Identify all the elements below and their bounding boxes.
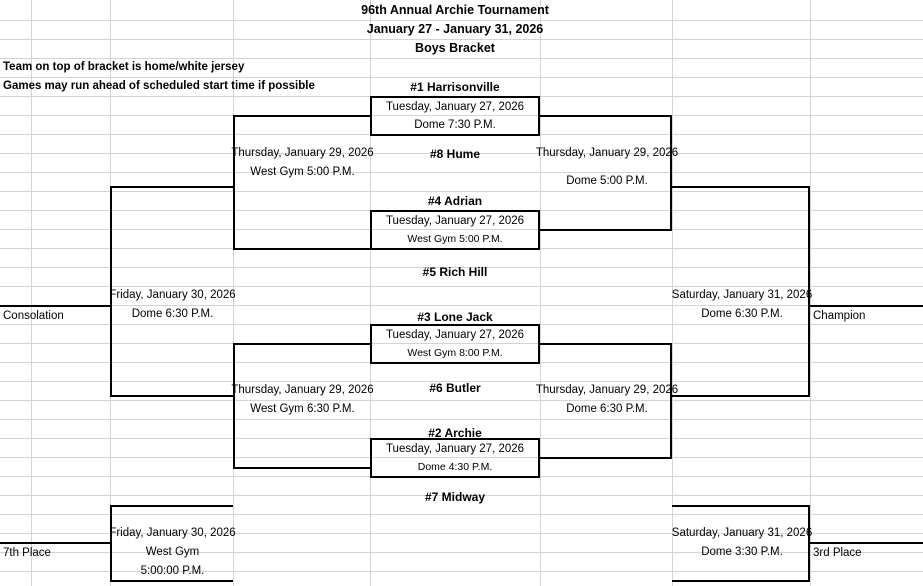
semi-bottom-bracket-lower	[540, 457, 672, 459]
third-place-upper	[672, 505, 810, 507]
team-seed-1: #1 Harrisonville	[410, 79, 500, 94]
team-seed-7: #7 Midway	[424, 489, 486, 504]
seventh-place-lower	[110, 580, 233, 582]
semi-bottom-bracket-spine	[670, 343, 672, 459]
championship-date: Saturday, January 31, 2026	[671, 288, 813, 301]
r1g1-box-left	[370, 96, 372, 136]
note-early-start: Games may run ahead of scheduled start t…	[3, 79, 315, 92]
team-seed-3: #3 Lone Jack	[417, 309, 493, 324]
cons-top-bracket-spine	[233, 115, 235, 250]
seventh-place-date: Friday, January 30, 2026	[109, 526, 236, 539]
note-home-jersey: Team on top of bracket is home/white jer…	[3, 60, 245, 73]
consolation-final-spine	[110, 186, 112, 397]
r1g4-box-left	[370, 438, 372, 478]
cons-bottom-bracket-upper	[233, 343, 370, 345]
third-place-stem	[808, 542, 923, 544]
seventh-place-label: 7th Place	[3, 546, 51, 559]
semi-bottom-date: Thursday, January 29, 2026	[535, 383, 679, 396]
cons-bottom-bracket-lower	[233, 467, 370, 469]
consolation-label: Consolation	[3, 309, 64, 322]
team-seed-6: #6 Butler	[429, 380, 481, 395]
cons-bottom-bracket-spine	[233, 343, 235, 469]
r1g3-box-right	[538, 324, 540, 364]
r1g4-box-bottom	[370, 476, 540, 478]
semi-top-bracket-spine	[670, 115, 672, 231]
cons-bottom-location: West Gym 6:30 P.M.	[250, 402, 355, 415]
r1g1-box-right	[538, 96, 540, 136]
seventh-place-time: 5:00:00 P.M.	[140, 564, 205, 577]
semi-top-date: Thursday, January 29, 2026	[535, 146, 679, 159]
r1g4-location: Dome 4:30 P.M.	[417, 461, 493, 474]
championship-location: Dome 6:30 P.M.	[701, 307, 783, 320]
consolation-final-date: Friday, January 30, 2026	[109, 288, 236, 301]
r1g3-location: West Gym 8:00 P.M.	[407, 347, 503, 360]
r1g3-date: Tuesday, January 27, 2026	[385, 328, 525, 341]
tournament-dates: January 27 - January 31, 2026	[366, 22, 544, 37]
r1g2-box-bottom	[370, 248, 540, 250]
third-place-date: Saturday, January 31, 2026	[671, 526, 813, 539]
team-seed-2: #2 Archie	[428, 425, 482, 440]
r1g2-date: Tuesday, January 27, 2026	[385, 214, 525, 227]
team-seed-8: #8 Hume	[429, 146, 481, 161]
championship-upper	[672, 186, 810, 188]
r1g4-box-top	[370, 438, 540, 440]
team-seed-4: #4 Adrian	[427, 193, 483, 208]
third-place-lower	[672, 580, 810, 582]
cons-top-bracket-lower	[233, 248, 370, 250]
third-place-label: 3rd Place	[813, 546, 862, 559]
seventh-place-stem	[0, 542, 110, 544]
r1g1-location: Dome 7:30 P.M.	[414, 118, 496, 131]
r1g3-box-top	[370, 324, 540, 326]
r1g4-box-right	[538, 438, 540, 478]
cons-bottom-date: Thursday, January 29, 2026	[231, 383, 374, 396]
team-seed-5: #5 Rich Hill	[422, 264, 488, 279]
championship-spine	[808, 186, 810, 397]
third-place-location: Dome 3:30 P.M.	[701, 545, 783, 558]
bracket-name: Boys Bracket	[415, 41, 495, 56]
semi-bottom-bracket-upper	[540, 343, 672, 345]
semi-top-location: Dome 5:00 P.M.	[566, 174, 648, 187]
seventh-place-spine	[110, 505, 112, 582]
r1g1-box-bottom	[370, 134, 540, 136]
cons-top-date: Thursday, January 29, 2026	[231, 146, 374, 159]
seventh-place-upper	[110, 505, 233, 507]
consolation-final-upper	[110, 186, 233, 188]
r1g2-box-right	[538, 210, 540, 250]
r1g2-box-left	[370, 210, 372, 250]
semi-top-bracket-upper	[540, 115, 672, 117]
champion-label: Champion	[813, 309, 866, 322]
r1g3-box-left	[370, 324, 372, 364]
semi-top-bracket-lower	[540, 229, 672, 231]
seventh-place-location: West Gym	[145, 545, 200, 558]
r1g1-box-top	[370, 96, 540, 98]
cons-top-bracket-upper	[233, 115, 370, 117]
r1g3-box-bottom	[370, 362, 540, 364]
cons-top-location: West Gym 5:00 P.M.	[250, 165, 355, 178]
championship-stem	[808, 305, 923, 307]
consolation-final-lower	[110, 395, 233, 397]
r1g2-box-top	[370, 210, 540, 212]
r1g1-date: Tuesday, January 27, 2026	[385, 100, 525, 113]
championship-lower	[672, 395, 810, 397]
semi-bottom-location: Dome 6:30 P.M.	[566, 402, 648, 415]
consolation-final-location: Dome 6:30 P.M.	[131, 307, 214, 320]
page-title: 96th Annual Archie Tournament	[361, 3, 549, 18]
r1g2-location: West Gym 5:00 P.M.	[407, 233, 503, 246]
consolation-final-stem	[0, 305, 110, 307]
r1g4-date: Tuesday, January 27, 2026	[385, 442, 525, 455]
